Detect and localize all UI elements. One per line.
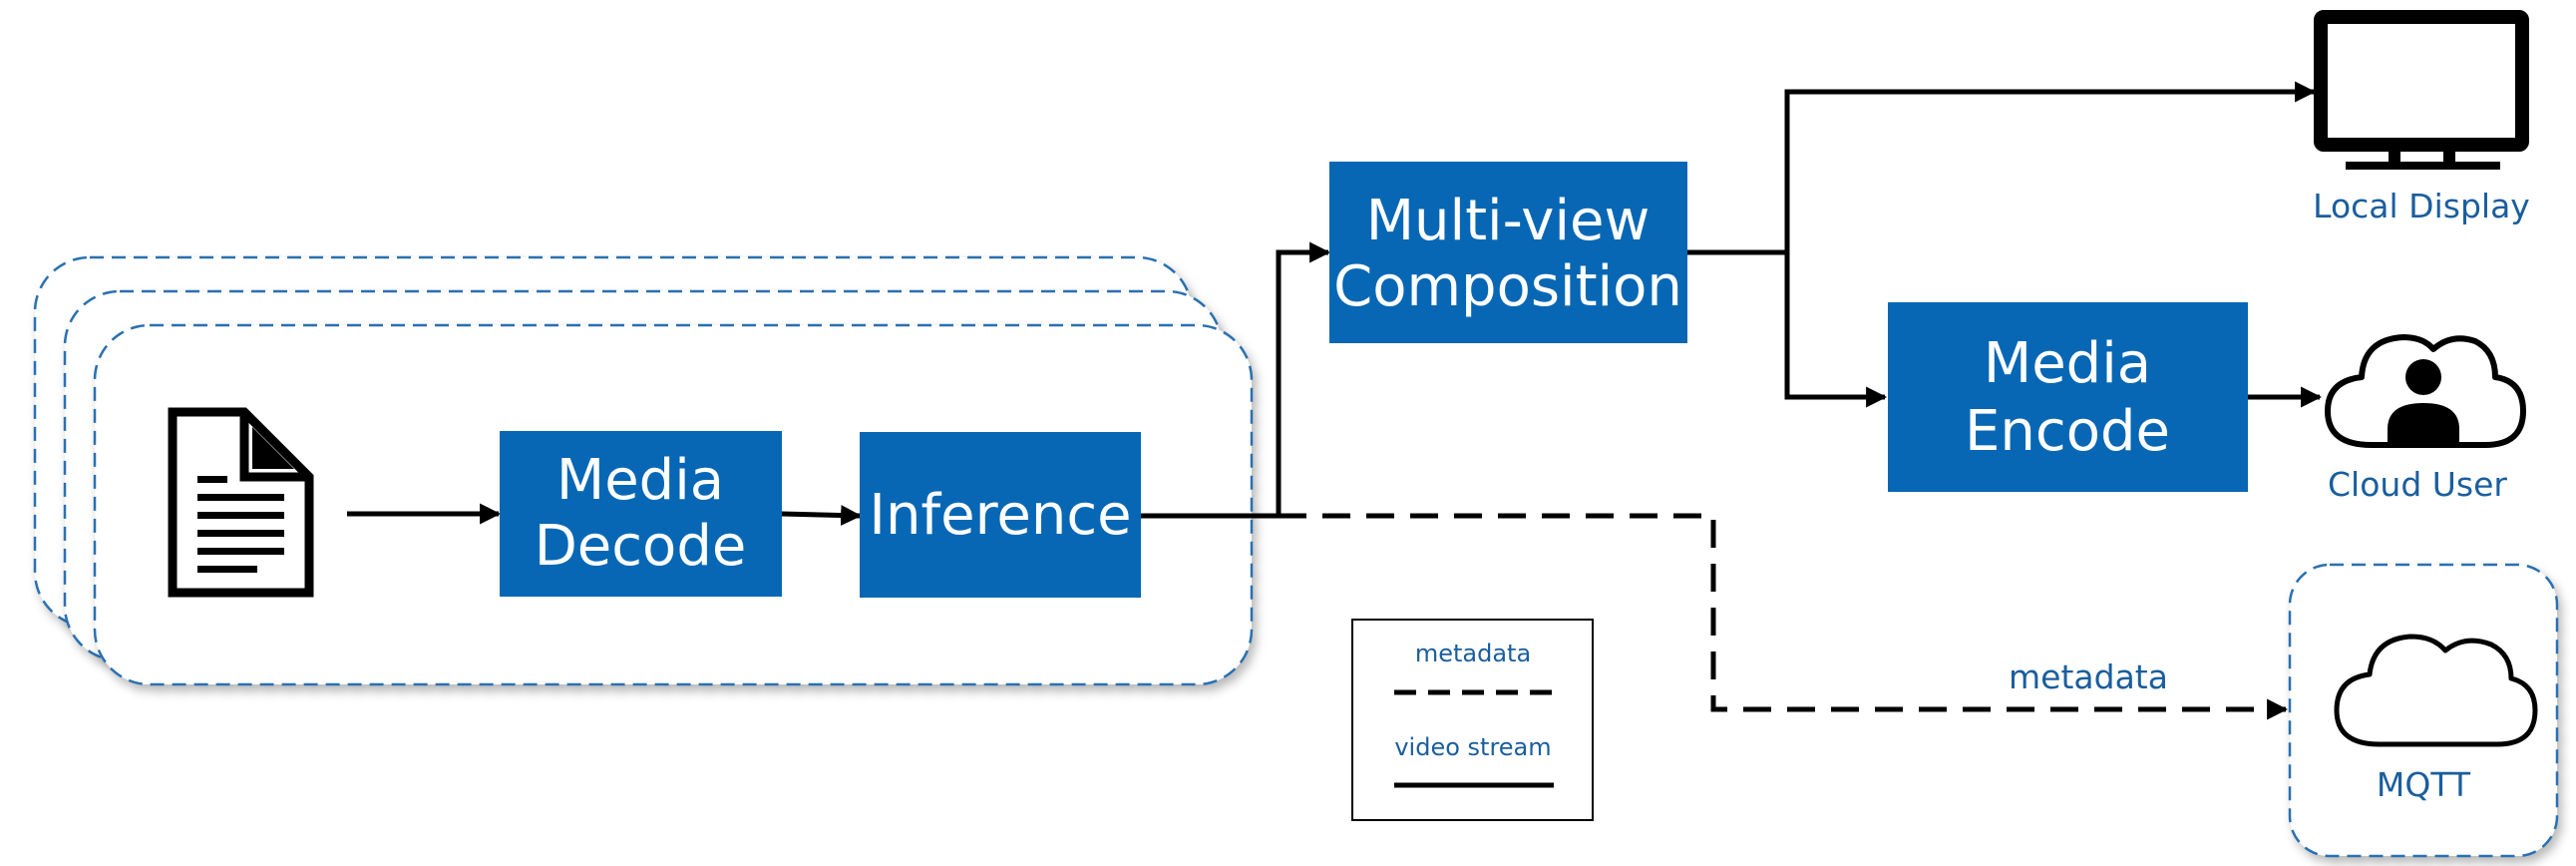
arrow-to-multiview	[1276, 241, 1331, 516]
metadata-edge-label: metadata	[2009, 657, 2168, 696]
cloud-icon	[2334, 634, 2538, 747]
media-encode-line-1: Media	[1984, 331, 2151, 396]
document-icon	[168, 407, 314, 598]
multiview-line-1: Multi-view	[1366, 189, 1651, 253]
inference-block: Inference	[860, 432, 1141, 598]
monitor-icon	[2314, 10, 2529, 170]
metadata-connector	[1279, 513, 2289, 720]
inference-label: Inference	[869, 483, 1131, 548]
cloud-user-label: Cloud User	[2328, 465, 2507, 504]
media-encode-block: Media Encode	[1888, 302, 2248, 492]
legend-solid-label: video stream	[1394, 733, 1551, 761]
video-stream-connectors	[347, 81, 2323, 527]
arrow-to-local-display	[1784, 81, 2317, 252]
media-encode-line-2: Encode	[1965, 399, 2170, 464]
legend-dashed-label: metadata	[1415, 640, 1531, 667]
local-display-label: Local Display	[2313, 187, 2530, 225]
arrow-decode-to-inference	[781, 505, 863, 527]
cloud-user-icon	[2325, 334, 2526, 448]
multiview-line-2: Composition	[1333, 254, 1682, 319]
mqtt-label: MQTT	[2377, 765, 2471, 804]
multiview-composition-block: Multi-view Composition	[1329, 162, 1687, 343]
arrow-to-media-encode	[1784, 252, 1888, 408]
media-decode-line-1: Media	[556, 448, 724, 513]
media-decode-block: Media Decode	[500, 431, 782, 597]
media-decode-line-2: Decode	[535, 514, 747, 579]
legend: metadata video stream	[1351, 619, 1594, 821]
